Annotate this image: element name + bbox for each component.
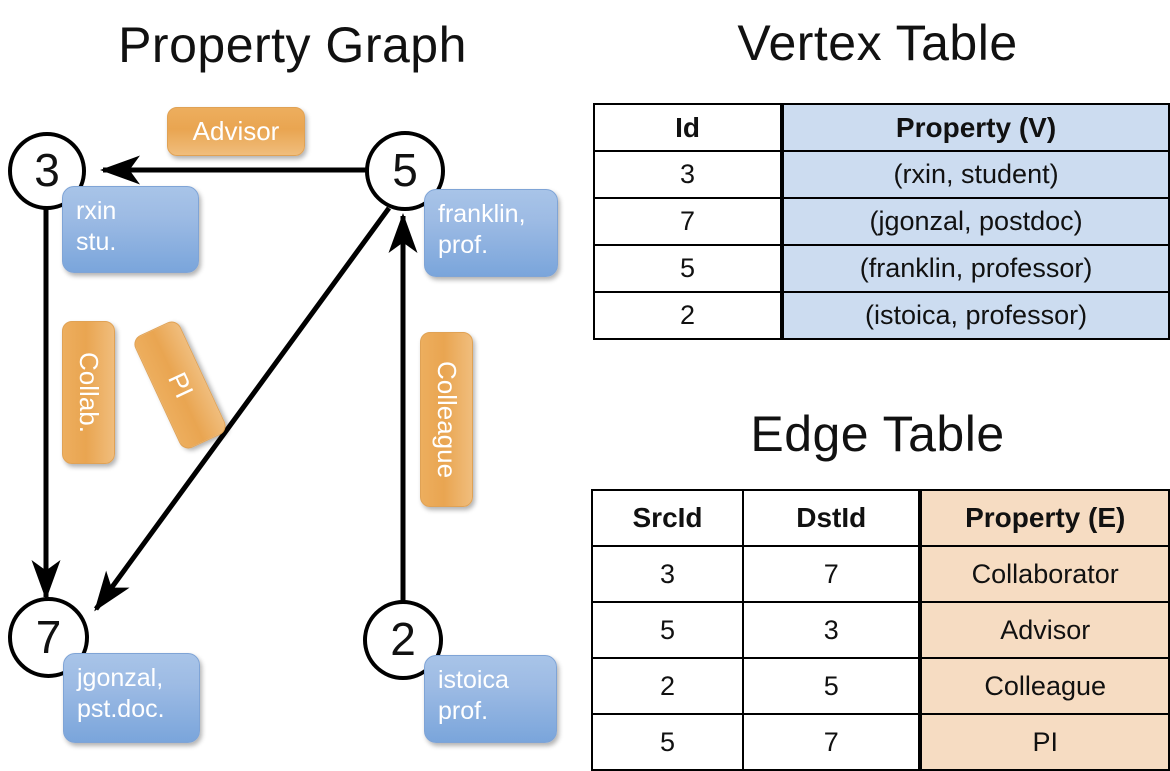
node-property-franklin-line2: prof. (438, 231, 489, 260)
edge-label-advisor-text: Advisor (192, 116, 280, 146)
page-title-edge-table: Edge Table (750, 406, 1005, 462)
edge-row-2-dst: 5 (742, 657, 922, 715)
edge-table-header-row: SrcId DstId Property (E) (590, 489, 1170, 547)
node-property-jgonzal-line1: jgonzal, (77, 664, 164, 692)
edge-label-collaborator-text: Collab. (74, 352, 104, 433)
node-property-istoica-line1: istoica (438, 666, 509, 694)
edge-row-0-dst: 7 (742, 545, 922, 603)
graph-edges-svg (31, 155, 418, 612)
vertex-row-2-id: 5 (592, 244, 784, 293)
node-property-box-franklin: franklin, prof. (424, 189, 558, 277)
node-property-box-istoica: istoica prof. (424, 655, 557, 743)
table-row[interactable]: 5 7 PI (590, 713, 1170, 771)
edge-label-collaborator: Collab. (62, 321, 115, 464)
edge-row-0-src: 3 (590, 545, 745, 603)
graph-node-5[interactable]: 5 (365, 131, 445, 211)
vertex-row-3-id: 2 (592, 291, 784, 340)
edge-row-3-dst: 7 (742, 713, 922, 771)
edge-row-2-src: 2 (590, 657, 745, 715)
edge-row-2-property: Colleague (918, 657, 1170, 715)
vertex-row-2-property: (franklin, professor) (780, 244, 1170, 293)
edge-row-1-dst: 3 (742, 601, 922, 659)
edge-label-pi-text: PI (161, 367, 200, 403)
graph-node-3-label: 3 (34, 144, 60, 196)
edge-label-colleague: Colleague (420, 332, 473, 507)
edge-row-0-property: Collaborator (918, 545, 1170, 603)
vertex-row-1-id: 7 (592, 197, 784, 246)
node-property-rxin-line1: rxin (76, 197, 117, 225)
graph-node-2[interactable]: 2 (363, 600, 443, 680)
edge-table: SrcId DstId Property (E) 3 7 Collaborato… (590, 489, 1170, 771)
node-property-franklin-line1: franklin, (438, 200, 526, 228)
vertex-table-header-property: Property (V) (780, 103, 1170, 152)
vertex-row-1-property: (jgonzal, postdoc) (780, 197, 1170, 246)
vertex-row-3-property: (istoica, professor) (780, 291, 1170, 340)
edge-table-header-srcid: SrcId (590, 489, 745, 547)
edge-label-advisor: Advisor (167, 107, 305, 156)
node-property-box-rxin: rxin stu. (62, 186, 199, 273)
graph-node-7-label: 7 (35, 610, 62, 663)
table-row[interactable]: 3 (rxin, student) (592, 150, 1170, 199)
vertex-row-0-id: 3 (592, 150, 784, 199)
node-property-box-jgonzal: jgonzal, pst.doc. (63, 653, 200, 743)
vertex-row-0-property: (rxin, student) (780, 150, 1170, 199)
graph-node-2-label: 2 (390, 613, 416, 665)
table-row[interactable]: 5 3 Advisor (590, 601, 1170, 659)
vertex-table-header-row: Id Property (V) (592, 103, 1170, 152)
table-row[interactable]: 7 (jgonzal, postdoc) (592, 197, 1170, 246)
graph-node-5-label: 5 (392, 144, 418, 196)
node-property-jgonzal-line2: pst.doc. (77, 695, 165, 724)
table-row[interactable]: 5 (franklin, professor) (592, 244, 1170, 293)
property-graph-diagram: 3 5 7 2 rxin stu. franklin, prof. jgonza… (0, 0, 585, 760)
edge-table-header-property: Property (E) (918, 489, 1170, 547)
edge-row-3-src: 5 (590, 713, 745, 771)
vertex-table: Id Property (V) 3 (rxin, student) 7 (jgo… (592, 103, 1170, 340)
page-title-vertex-table: Vertex Table (737, 15, 1018, 71)
vertex-table-header-id: Id (592, 103, 784, 152)
edge-row-1-src: 5 (590, 601, 745, 659)
table-row[interactable]: 3 7 Collaborator (590, 545, 1170, 603)
table-row[interactable]: 2 5 Colleague (590, 657, 1170, 715)
edge-table-header-dstid: DstId (742, 489, 922, 547)
edge-label-colleague-text: Colleague (432, 360, 462, 479)
edge-5-to-7-pi (93, 206, 392, 612)
table-row[interactable]: 2 (istoica, professor) (592, 291, 1170, 340)
node-property-istoica-line2: prof. (438, 697, 489, 726)
page-title-property-graph: Property Graph (118, 17, 467, 73)
edge-row-1-property: Advisor (918, 601, 1170, 659)
node-property-rxin-line2: stu. (76, 228, 117, 257)
edge-row-3-property: PI (918, 713, 1170, 771)
